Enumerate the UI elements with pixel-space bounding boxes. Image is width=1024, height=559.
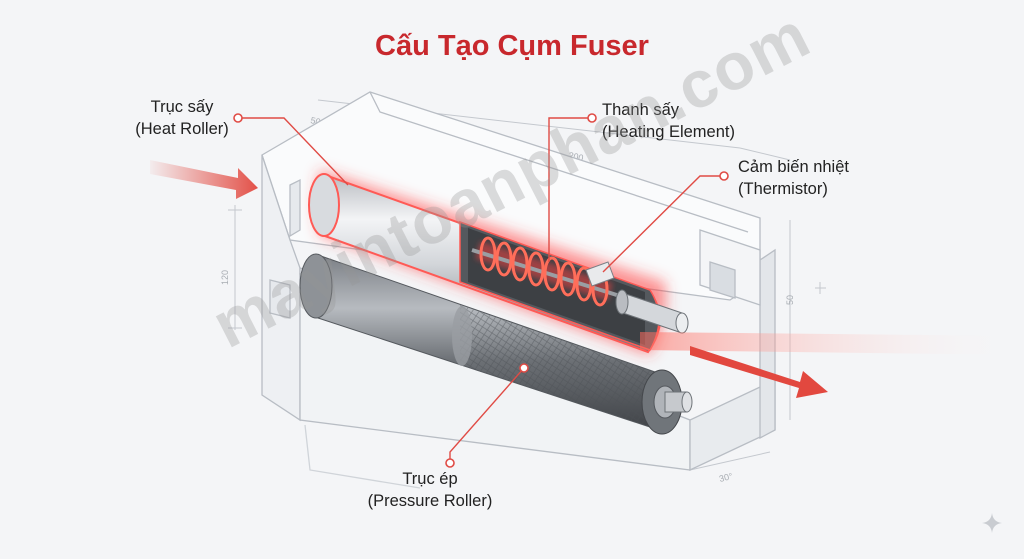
- svg-text:50: 50: [785, 295, 795, 305]
- heating-element: [471, 236, 689, 334]
- label-heating-element-vi: Thanh sấy: [602, 101, 680, 119]
- label-pressure-roller: Trục ép (Pressure Roller): [345, 468, 515, 512]
- paper-out-arrow: [640, 332, 1024, 398]
- dimension-text: 50 200 120 50 30°: [220, 115, 795, 484]
- label-heating-element: Thanh sấy (Heating Element): [602, 99, 735, 143]
- label-thermistor-en: (Thermistor): [738, 180, 828, 198]
- label-heat-roller-en: (Heat Roller): [135, 120, 229, 138]
- label-pressure-roller-en: (Pressure Roller): [367, 492, 493, 510]
- label-pressure-roller-vi: Trục ép: [402, 470, 458, 488]
- sparkle-icon: [982, 513, 1002, 533]
- svg-text:30°: 30°: [718, 471, 734, 484]
- pressure-roller: [299, 253, 693, 435]
- page-title: Cấu Tạo Cụm Fuser: [375, 30, 649, 62]
- svg-text:50: 50: [310, 115, 322, 127]
- label-heating-element-en: (Heating Element): [602, 123, 735, 141]
- label-heat-roller-vi: Trục sấy: [150, 98, 214, 116]
- label-thermistor-vi: Cảm biến nhiệt: [738, 158, 849, 176]
- svg-text:120: 120: [220, 270, 230, 285]
- label-heat-roller: Trục sấy (Heat Roller): [112, 96, 252, 140]
- label-thermistor: Cảm biến nhiệt (Thermistor): [738, 156, 849, 200]
- leader-dots: [233, 113, 729, 468]
- paper-in-arrow: [150, 160, 258, 199]
